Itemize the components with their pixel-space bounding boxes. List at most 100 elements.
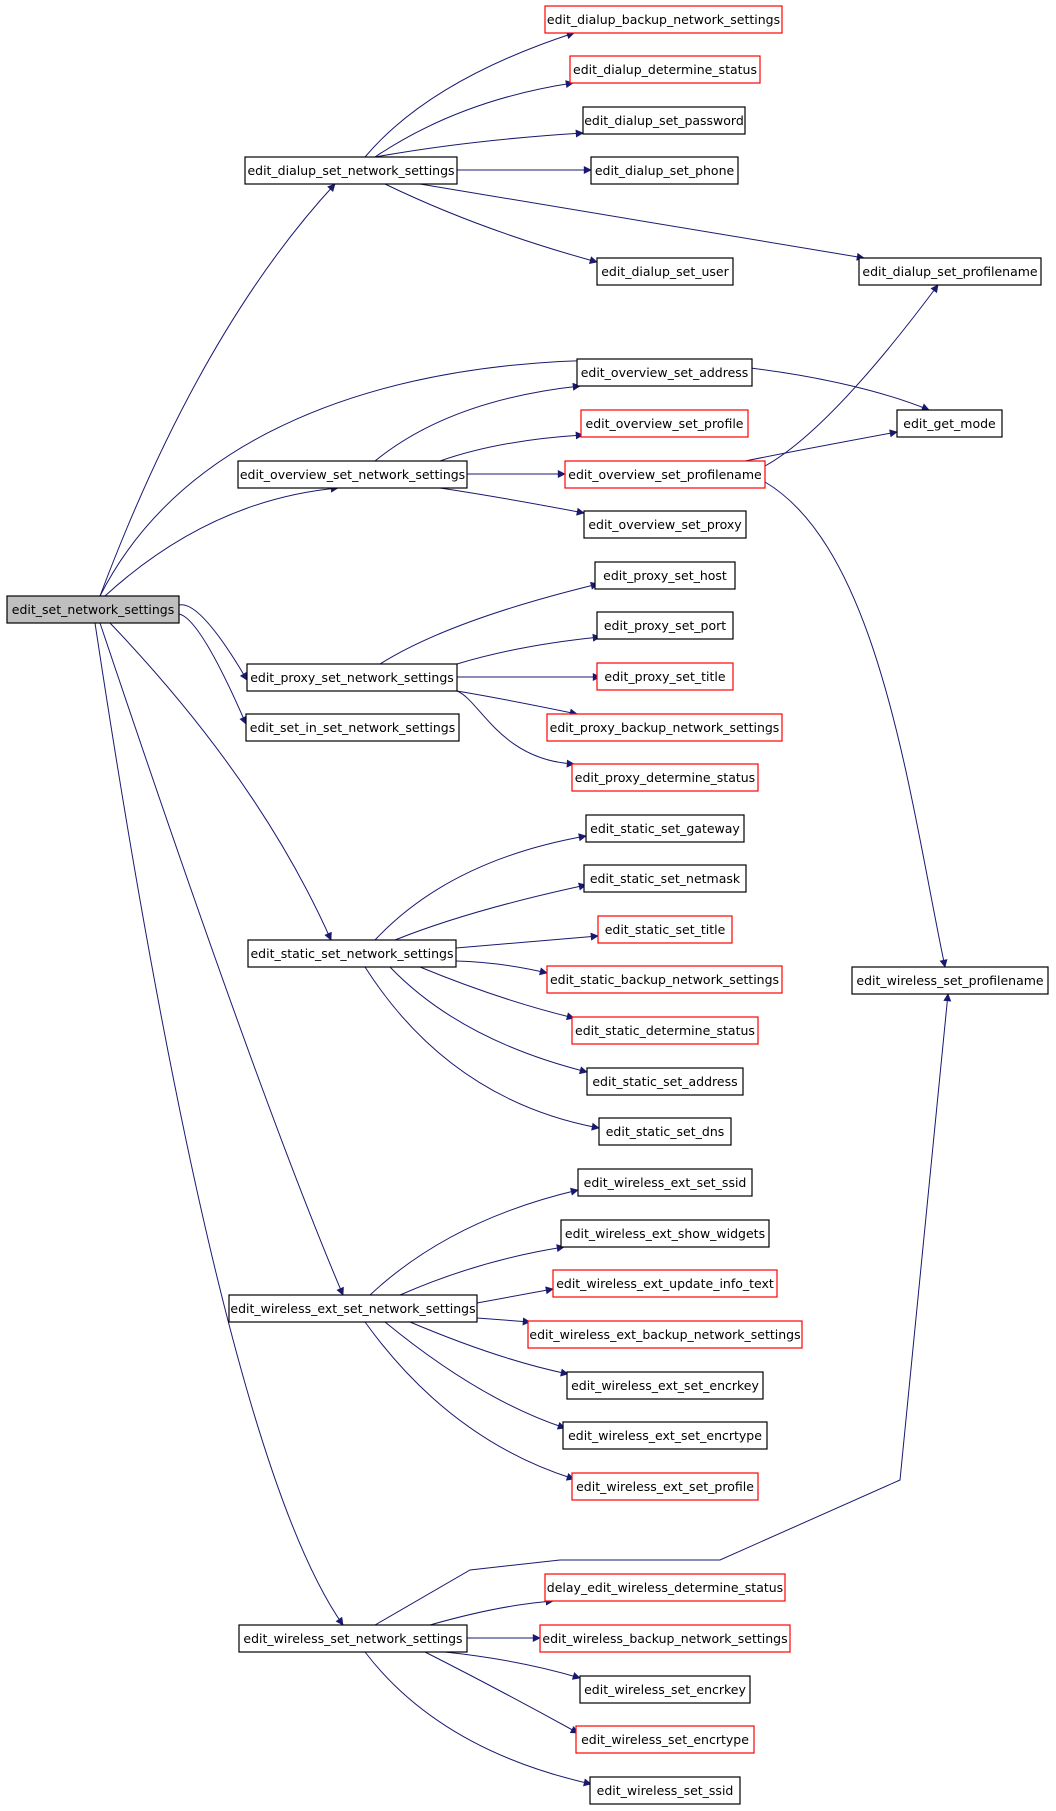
node-p-status[interactable]: edit_proxy_determine_status <box>571 763 759 792</box>
node-box <box>245 713 460 742</box>
edge-dialup-to-d_profname <box>419 183 865 261</box>
node-d-pass[interactable]: edit_dialup_set_password <box>582 106 746 135</box>
node-box <box>564 460 766 489</box>
node-proxy[interactable]: edit_proxy_set_network_settings <box>246 663 458 692</box>
node-static[interactable]: edit_static_set_network_settings <box>247 939 457 968</box>
edge-root-to-wireless <box>94 622 344 1626</box>
node-label: edit_proxy_backup_network_settings <box>550 720 780 735</box>
node-label: edit_proxy_set_host <box>603 568 727 583</box>
node-we-widgets[interactable]: edit_wireless_ext_show_widgets <box>560 1219 770 1248</box>
node-d-phone[interactable]: edit_dialup_set_phone <box>590 156 739 185</box>
node-box <box>590 156 739 185</box>
node-box <box>247 939 457 968</box>
edge-root-to-setin <box>178 613 247 725</box>
edge-root-to-proxy <box>178 604 248 681</box>
node-box <box>571 763 759 792</box>
node-label: edit_wireless_ext_set_encrkey <box>571 1378 759 1393</box>
edge-wext-to-we_profile <box>364 1321 575 1481</box>
node-box <box>583 510 747 539</box>
node-box <box>238 1624 468 1653</box>
node-label: edit_proxy_set_network_settings <box>250 670 454 685</box>
node-label: edit_static_set_netmask <box>590 871 741 886</box>
node-w-delay[interactable]: delay_edit_wireless_determine_status <box>544 1573 786 1602</box>
edge-root-to-wext <box>99 622 344 1296</box>
node-s-title[interactable]: edit_static_set_title <box>597 915 733 944</box>
node-root[interactable]: edit_set_network_settings <box>6 595 180 624</box>
edge-overview-to-o_profile <box>439 431 584 462</box>
node-box <box>546 965 783 994</box>
node-we-ssid[interactable]: edit_wireless_ext_set_ssid <box>577 1168 753 1197</box>
node-label: edit_dialup_set_password <box>584 113 744 128</box>
node-p-backup[interactable]: edit_proxy_backup_network_settings <box>546 713 783 742</box>
edge-root-to-overview <box>104 484 339 597</box>
node-label: edit_static_set_title <box>605 922 726 937</box>
node-w-backup[interactable]: edit_wireless_backup_network_settings <box>539 1624 791 1653</box>
node-label: delay_edit_wireless_determine_status <box>547 1580 783 1595</box>
node-we-encrkey[interactable]: edit_wireless_ext_set_encrkey <box>566 1371 764 1400</box>
node-box <box>575 1725 755 1754</box>
node-box <box>569 55 761 84</box>
node-label: edit_wireless_set_encrkey <box>584 1682 746 1697</box>
node-label: edit_wireless_set_encrtype <box>581 1732 749 1747</box>
node-box <box>596 611 734 640</box>
node-label: edit_overview_set_proxy <box>588 517 742 532</box>
node-w-encrkey[interactable]: edit_wireless_set_encrkey <box>579 1675 751 1704</box>
node-box <box>589 1776 741 1805</box>
node-box <box>546 713 783 742</box>
node-d-status[interactable]: edit_dialup_determine_status <box>569 55 761 84</box>
edge-static-to-s_dns <box>364 966 600 1131</box>
node-s-address[interactable]: edit_static_set_address <box>586 1067 744 1096</box>
node-setin[interactable]: edit_set_in_set_network_settings <box>245 713 460 742</box>
node-overview[interactable]: edit_overview_set_network_settings <box>237 460 468 489</box>
node-s-dns[interactable]: edit_static_set_dns <box>598 1117 732 1146</box>
node-o-profile[interactable]: edit_overview_set_profile <box>580 409 749 438</box>
node-p-title[interactable]: edit_proxy_set_title <box>596 662 734 691</box>
node-box <box>583 864 747 893</box>
edge-root-to-get_mode <box>99 359 930 597</box>
node-label: edit_proxy_set_port <box>604 618 726 633</box>
node-get-mode[interactable]: edit_get_mode <box>896 409 1003 438</box>
edge-o_profname-to-d_profname <box>764 284 939 467</box>
node-o-address[interactable]: edit_overview_set_address <box>576 358 753 387</box>
node-box <box>527 1320 803 1349</box>
node-dialup[interactable]: edit_dialup_set_network_settings <box>244 156 458 185</box>
node-w-profname[interactable]: edit_wireless_set_profilename <box>851 966 1049 995</box>
node-p-host[interactable]: edit_proxy_set_host <box>594 561 736 590</box>
edge-static-to-s_backup <box>455 960 548 976</box>
node-o-profname[interactable]: edit_overview_set_profilename <box>564 460 766 489</box>
node-s-status[interactable]: edit_static_determine_status <box>571 1016 759 1045</box>
node-d-user[interactable]: edit_dialup_set_user <box>596 257 734 286</box>
node-p-port[interactable]: edit_proxy_set_port <box>596 611 734 640</box>
node-label: edit_dialup_backup_network_settings <box>547 12 780 27</box>
node-d-profname[interactable]: edit_dialup_set_profilename <box>858 257 1042 286</box>
node-we-profile[interactable]: edit_wireless_ext_set_profile <box>571 1472 759 1501</box>
node-s-backup[interactable]: edit_static_backup_network_settings <box>546 965 783 994</box>
node-we-info[interactable]: edit_wireless_ext_update_info_text <box>552 1269 778 1298</box>
edge-layer <box>94 31 952 1787</box>
node-box <box>228 1294 478 1323</box>
edge-dialup-to-d_pass <box>374 129 584 158</box>
node-box <box>6 595 180 624</box>
node-s-netmask[interactable]: edit_static_set_netmask <box>583 864 747 893</box>
node-s-gateway[interactable]: edit_static_set_gateway <box>585 814 745 843</box>
node-box <box>539 1624 791 1653</box>
node-we-encrtype[interactable]: edit_wireless_ext_set_encrtype <box>562 1421 768 1450</box>
node-o-proxy[interactable]: edit_overview_set_proxy <box>583 510 747 539</box>
node-label: edit_dialup_set_phone <box>595 163 735 178</box>
edge-wireless-to-w_encrtype <box>424 1651 579 1734</box>
node-box <box>237 460 468 489</box>
edge-wireless-to-w_profname <box>374 993 952 1626</box>
edge-overview-to-o_address <box>374 382 581 462</box>
node-we-backup[interactable]: edit_wireless_ext_backup_network_setting… <box>527 1320 803 1349</box>
node-d-backup[interactable]: edit_dialup_backup_network_settings <box>544 5 783 34</box>
node-box <box>858 257 1042 286</box>
node-w-ssid[interactable]: edit_wireless_set_ssid <box>589 1776 741 1805</box>
node-box <box>586 1067 744 1096</box>
node-wireless[interactable]: edit_wireless_set_network_settings <box>238 1624 468 1653</box>
node-w-encrtype[interactable]: edit_wireless_set_encrtype <box>575 1725 755 1754</box>
edge-root-to-static <box>109 622 332 941</box>
edge-wireless-to-w_ssid <box>364 1651 592 1787</box>
node-label: edit_wireless_backup_network_settings <box>542 1631 787 1646</box>
node-wext[interactable]: edit_wireless_ext_set_network_settings <box>228 1294 478 1323</box>
